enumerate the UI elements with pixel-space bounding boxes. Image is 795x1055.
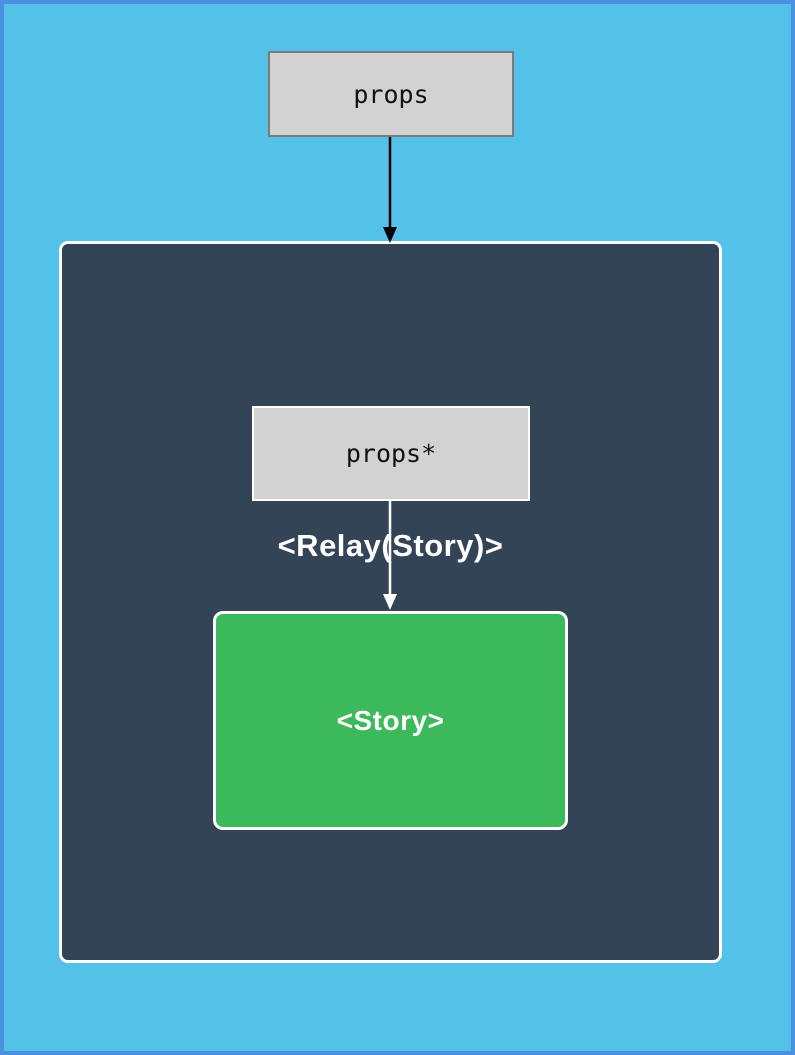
- props-star-box: props*: [252, 406, 530, 501]
- down-arrow-icon: [383, 137, 397, 243]
- props-box: props: [268, 51, 514, 137]
- story-box: <Story>: [213, 611, 568, 830]
- story-label: <Story>: [336, 704, 445, 736]
- down-arrow-icon: [383, 501, 397, 610]
